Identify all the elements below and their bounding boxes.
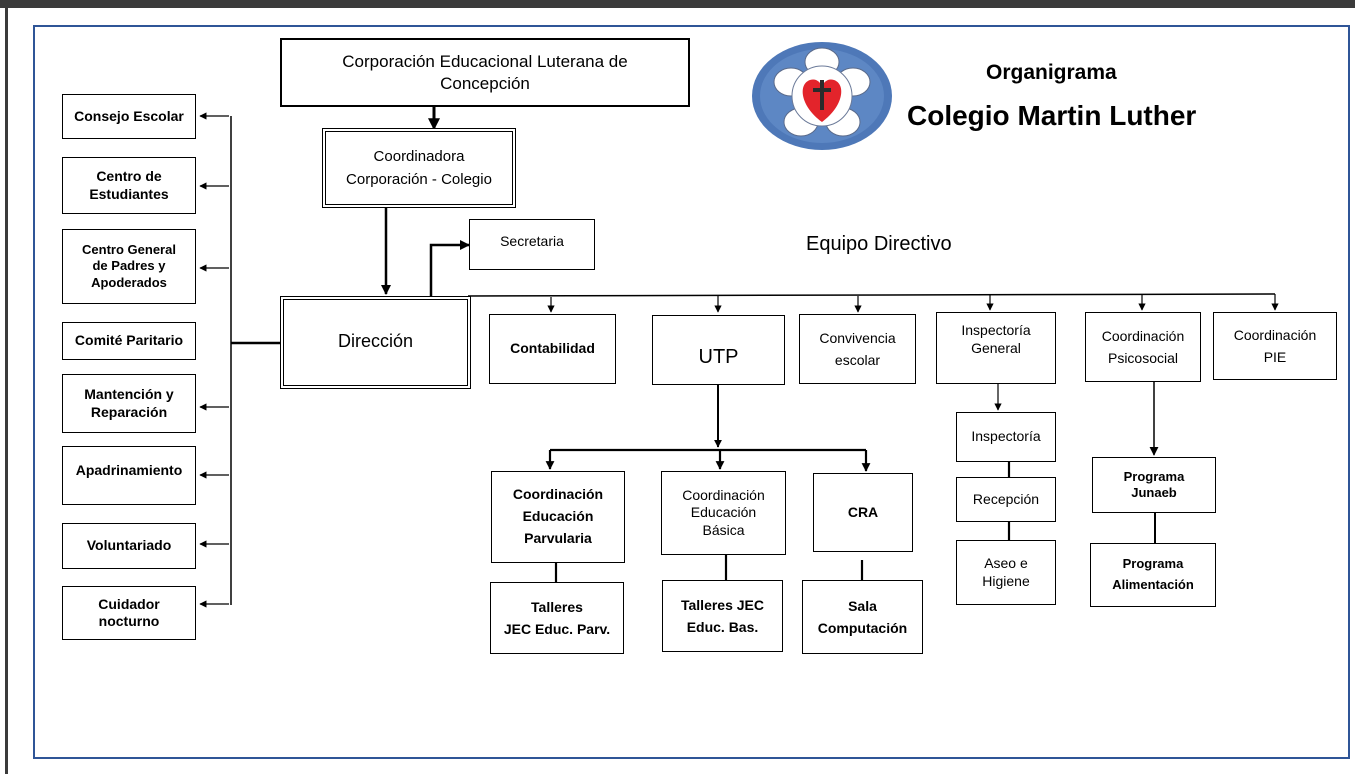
programa-junaeb-box: Programa Junaeb [1092, 457, 1216, 513]
convivencia-box: Convivencia escolar [799, 314, 916, 384]
left-unit-centro-estudiantes: Centro de Estudiantes [62, 157, 196, 214]
coord-pie-box: Coordinación PIE [1213, 312, 1337, 380]
left-unit-apadrinamiento: Apadrinamiento [62, 446, 196, 505]
top-edge-bar [0, 0, 1355, 8]
school-name: Colegio Martin Luther [907, 100, 1197, 131]
left-unit-centro-padres: Centro General de Padres y Apoderados [62, 229, 196, 304]
aseo-higiene-box: Aseo e Higiene [956, 540, 1056, 605]
luther-rose-logo [752, 42, 892, 150]
talleres-basica-box: Talleres JEC Educ. Bas. [662, 580, 783, 652]
corporacion-box: Corporación Educacional Luterana de Conc… [280, 38, 690, 107]
inspectoria-box: Inspectoría [956, 412, 1056, 462]
left-edge-bar [5, 8, 8, 774]
programa-alimentacion-box: Programa Alimentación [1090, 543, 1216, 607]
diagram-frame [33, 25, 1350, 759]
left-unit-consejo: Consejo Escolar [62, 94, 196, 139]
utp-box: UTP [652, 315, 785, 385]
recepcion-box: Recepción [956, 477, 1056, 522]
left-unit-cuidador: Cuidador nocturno [62, 586, 196, 640]
left-unit-comite: Comité Paritario [62, 322, 196, 360]
coordinadora-box: Coordinadora Corporación - Colegio [322, 128, 516, 208]
chart-title: Organigrama [986, 61, 1117, 84]
direccion-box: Dirección [280, 296, 471, 389]
coord-parvularia-box: Coordinación Educación Parvularia [491, 471, 625, 563]
coord-psicosocial-box: Coordinación Psicosocial [1085, 312, 1201, 382]
team-label: Equipo Directivo [806, 233, 952, 255]
secretaria-box: Secretaria [469, 219, 595, 270]
left-unit-mantencion: Mantención y Reparación [62, 374, 196, 433]
contabilidad-box: Contabilidad [489, 314, 616, 384]
sala-computacion-box: Sala Computación [802, 580, 923, 654]
coord-basica-box: Coordinación Educación Básica [661, 471, 786, 555]
left-unit-voluntariado: Voluntariado [62, 523, 196, 569]
talleres-parvularia-box: Talleres JEC Educ. Parv. [490, 582, 624, 654]
inspectoria-general-box: Inspectoría General [936, 312, 1056, 384]
cra-box: CRA [813, 473, 913, 552]
